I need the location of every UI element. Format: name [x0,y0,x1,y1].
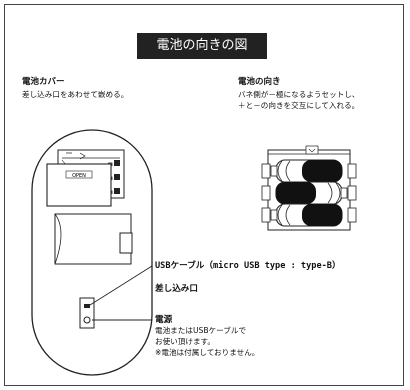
battery-orientation-heading: 電池の向き [238,77,281,87]
port-label: 差し込み口 [155,284,198,294]
open-label: OPEN [72,173,86,179]
battery-orientation-line-2: ＋と－の向きを交互にして入れる。 [238,101,360,110]
usb-port [79,297,95,329]
diagram-title: 電池の向きの図 [137,33,267,59]
power-heading: 電源 [155,315,173,325]
battery-cover-text: 差し込み口をあわせて嵌める。 [22,90,129,99]
battery-illustration [261,145,357,231]
battery-cover: OPEN [46,163,112,207]
diagram-frame [4,4,404,386]
lower-compartment [54,213,133,265]
power-line-1: 電池またはUSBケーブルで [155,326,247,335]
battery-orientation-line-1: バネ側が－極になるようセットし、 [238,90,360,99]
battery-cover-heading: 電池カバー [22,77,65,87]
power-line-2: お使い頂けます。 [155,337,215,346]
power-line-3: ※電池は付属しておりません。 [155,348,260,357]
usb-callout-line [89,265,153,306]
usb-cable-label: USBケーブル（micro USB type : type-B） [155,261,341,271]
